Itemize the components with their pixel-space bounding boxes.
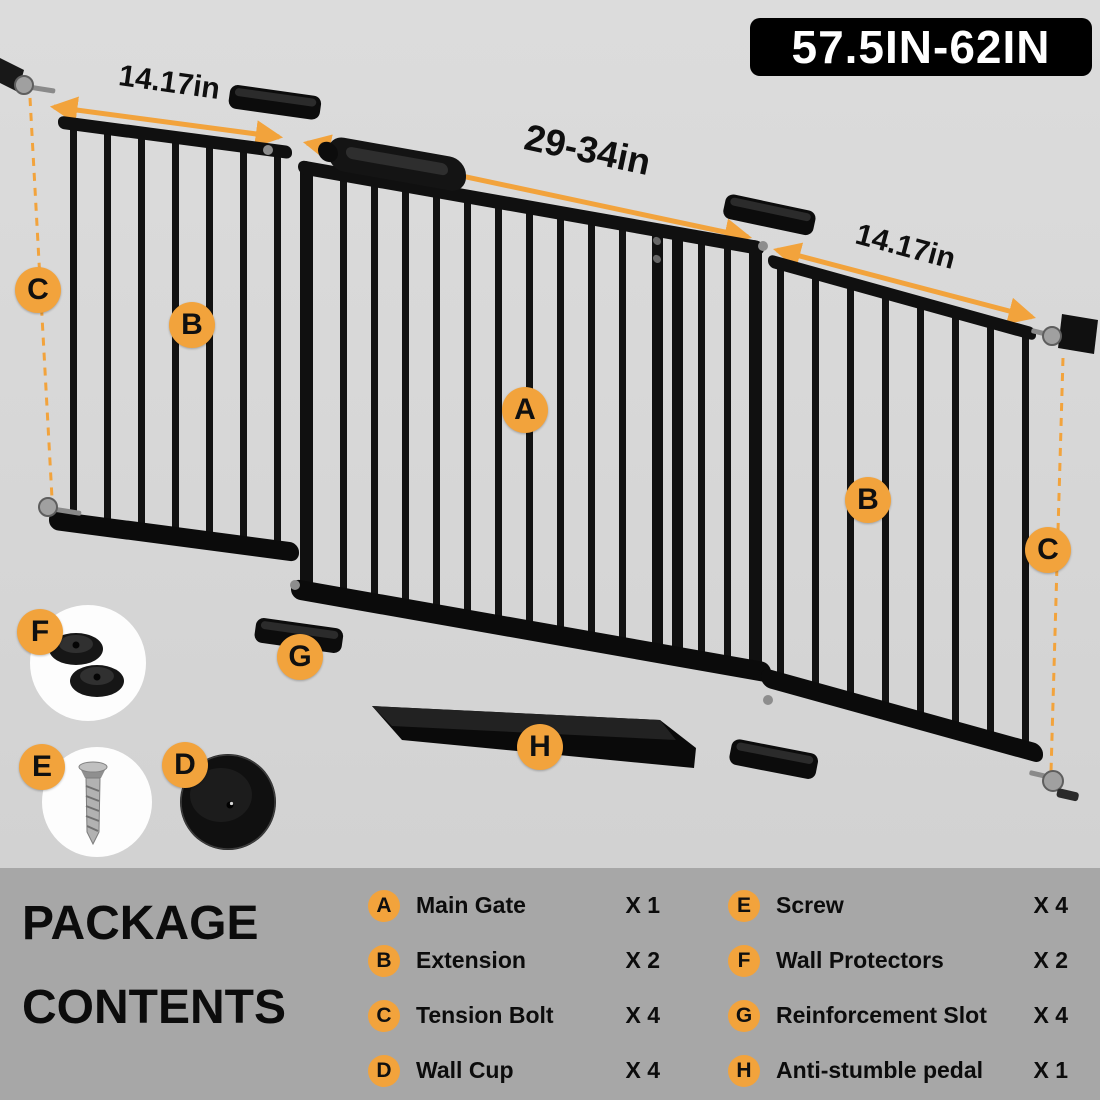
item-name: Extension bbox=[416, 947, 526, 973]
package-list-column-1: A Main Gate X 1 B Extension X 2 C Tensio… bbox=[368, 878, 660, 1098]
item-name: Anti-stumble pedal bbox=[776, 1057, 984, 1083]
wall-dashed-line-right bbox=[1049, 357, 1065, 773]
package-item-row: D Wall Cup X 4 bbox=[368, 1043, 660, 1098]
dim-label-center: 29-34in bbox=[521, 116, 654, 183]
callout-anti-stumble-pedal: H bbox=[517, 724, 563, 770]
package-list-column-2: E Screw X 4 F Wall Protectors X 2 G Rein… bbox=[728, 878, 1068, 1098]
item-name: Reinforcement Slot bbox=[776, 1002, 987, 1028]
item-letter-badge: C bbox=[368, 999, 400, 1032]
callout-tension-bolt-left: C bbox=[15, 267, 61, 313]
package-title-line2: CONTENTS bbox=[22, 981, 286, 1034]
item-letter-badge: H bbox=[728, 1054, 760, 1087]
package-item-row: G Reinforcement Slot X 4 bbox=[728, 988, 1068, 1043]
item-qty: X 2 bbox=[1033, 947, 1068, 973]
item-qty: X 4 bbox=[625, 1057, 660, 1083]
item-qty: X 4 bbox=[1033, 892, 1068, 918]
item-qty: X 1 bbox=[625, 892, 660, 918]
package-title-line1: PACKAGE bbox=[22, 897, 259, 950]
callout-tension-bolt-right: C bbox=[1025, 527, 1071, 573]
callout-reinforcement-slot: G bbox=[277, 634, 323, 680]
package-item-row: B Extension X 2 bbox=[368, 933, 660, 988]
item-qty: X 4 bbox=[625, 1002, 660, 1028]
callout-wall-cup: D bbox=[162, 742, 208, 788]
callout-screw: E bbox=[19, 744, 65, 790]
extension-panel-right bbox=[761, 255, 1043, 762]
tension-bolt-bottom-right bbox=[1029, 770, 1079, 802]
gate-handle bbox=[318, 137, 466, 191]
package-item-row: H Anti-stumble pedal X 1 bbox=[728, 1043, 1068, 1098]
item-letter-badge: D bbox=[368, 1054, 400, 1087]
screw-detail bbox=[42, 747, 152, 857]
item-letter-badge: G bbox=[728, 999, 760, 1032]
item-qty: X 1 bbox=[1033, 1057, 1068, 1083]
spacer-bar-top-left bbox=[228, 85, 322, 120]
item-letter-badge: F bbox=[728, 944, 760, 977]
item-letter-badge: E bbox=[728, 889, 760, 922]
main-gate-panel bbox=[291, 137, 771, 682]
item-name: Wall Cup bbox=[416, 1057, 514, 1083]
package-item-row: E Screw X 4 bbox=[728, 878, 1068, 933]
package-contents-section: PACKAGE CONTENTS A Main Gate X 1 B Exten… bbox=[0, 868, 1100, 1100]
package-item-row: F Wall Protectors X 2 bbox=[728, 933, 1068, 988]
item-letter-badge: A bbox=[368, 889, 400, 922]
latch-pin bbox=[653, 254, 661, 264]
connector-pins bbox=[263, 145, 773, 705]
item-name: Screw bbox=[776, 892, 844, 918]
dim-arrow-right bbox=[773, 242, 1036, 325]
package-item-row: C Tension Bolt X 4 bbox=[368, 988, 660, 1043]
spacer-bar-top-right bbox=[723, 194, 816, 236]
tension-bolt-bottom-left bbox=[38, 497, 82, 517]
dim-label-right: 14.17in bbox=[852, 218, 959, 276]
size-range-badge: 57.5IN-62IN bbox=[750, 18, 1092, 76]
item-name: Tension Bolt bbox=[416, 1002, 554, 1028]
latch-pin bbox=[653, 236, 661, 246]
dim-label-left: 14.17in bbox=[117, 59, 222, 106]
package-item-row: A Main Gate X 1 bbox=[368, 878, 660, 933]
tension-bolt-top-left bbox=[0, 58, 56, 95]
tension-bolt-top-right bbox=[1031, 314, 1098, 354]
item-letter-badge: B bbox=[368, 944, 400, 977]
wall-cup-detail bbox=[180, 754, 276, 850]
callout-wall-protectors: F bbox=[17, 609, 63, 655]
callout-extension-right: B bbox=[845, 477, 891, 523]
item-name: Main Gate bbox=[416, 892, 526, 918]
callout-main-gate: A bbox=[502, 387, 548, 433]
dim-arrow-left bbox=[49, 96, 284, 148]
reinforcement-slot-piece-right bbox=[729, 739, 819, 779]
item-qty: X 2 bbox=[625, 947, 660, 973]
callout-extension-left: B bbox=[169, 302, 215, 348]
item-qty: X 4 bbox=[1033, 1002, 1068, 1028]
item-name: Wall Protectors bbox=[776, 947, 944, 973]
package-title: PACKAGE CONTENTS bbox=[22, 882, 286, 1050]
